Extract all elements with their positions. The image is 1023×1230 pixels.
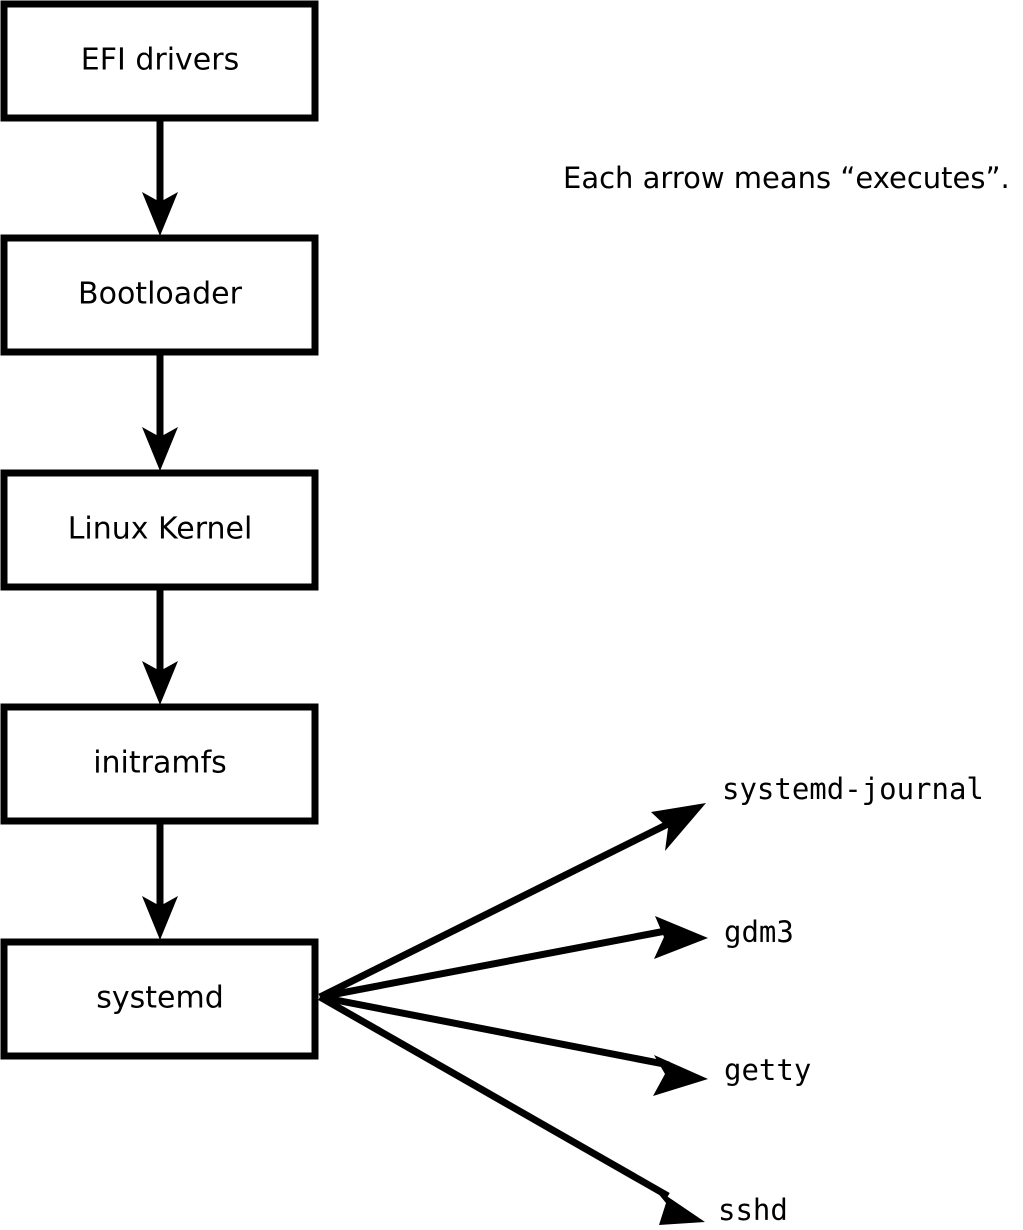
node-label: EFI drivers [81, 43, 239, 78]
arrow-shaft [318, 993, 670, 1200]
node-box[interactable] [0, 938, 319, 1060]
leaf-label-systemd-journal: systemd-journal [722, 772, 984, 806]
arrow-efi-to-bootloader [142, 118, 178, 236]
arrow-systemd-to-sshd [318, 993, 705, 1225]
arrow-systemd-to-getty [319, 993, 708, 1096]
arrow-kernel-to-initramfs [142, 587, 178, 705]
node-label: Bootloader [78, 277, 243, 312]
vertical-arrows-group [142, 118, 178, 940]
arrow-head [654, 916, 708, 959]
arrow-head [142, 896, 178, 940]
arrow-bootloader-to-kernel [142, 352, 178, 471]
arrow-shaft [319, 926, 672, 1001]
arrow-shaft [319, 993, 670, 1069]
node-box[interactable] [0, 703, 319, 825]
node-box[interactable] [0, 234, 319, 356]
node-initramfs[interactable]: initramfs [0, 703, 319, 825]
leaf-label-sshd: sshd [718, 1193, 788, 1227]
node-systemd[interactable]: systemd [0, 938, 319, 1060]
node-label: systemd [96, 981, 224, 1016]
node-box[interactable] [0, 469, 319, 591]
arrow-head [651, 803, 706, 851]
arrow-head [653, 1055, 708, 1096]
node-box[interactable] [0, 0, 319, 122]
leaf-label-getty: getty [724, 1053, 811, 1087]
diagram-caption: Each arrow means “executes”. [563, 161, 1010, 195]
node-label: initramfs [93, 746, 227, 781]
node-efi-drivers[interactable]: EFI drivers [0, 0, 319, 122]
arrow-head [142, 427, 178, 471]
leaf-label-gdm3: gdm3 [724, 915, 794, 949]
node-linux-kernel[interactable]: Linux Kernel [0, 469, 319, 591]
node-bootloader[interactable]: Bootloader [0, 234, 319, 356]
arrow-systemd-to-systemd-journal [318, 803, 706, 1001]
node-label: Linux Kernel [68, 512, 253, 547]
arrow-head [142, 661, 178, 705]
arrow-head [142, 192, 178, 236]
arrow-initramfs-to-systemd [142, 821, 178, 940]
arrow-shaft [318, 818, 674, 1001]
arrow-systemd-to-gdm3 [319, 916, 708, 1001]
fanout-arrows-group [318, 803, 708, 1225]
arrow-head [652, 1186, 705, 1225]
